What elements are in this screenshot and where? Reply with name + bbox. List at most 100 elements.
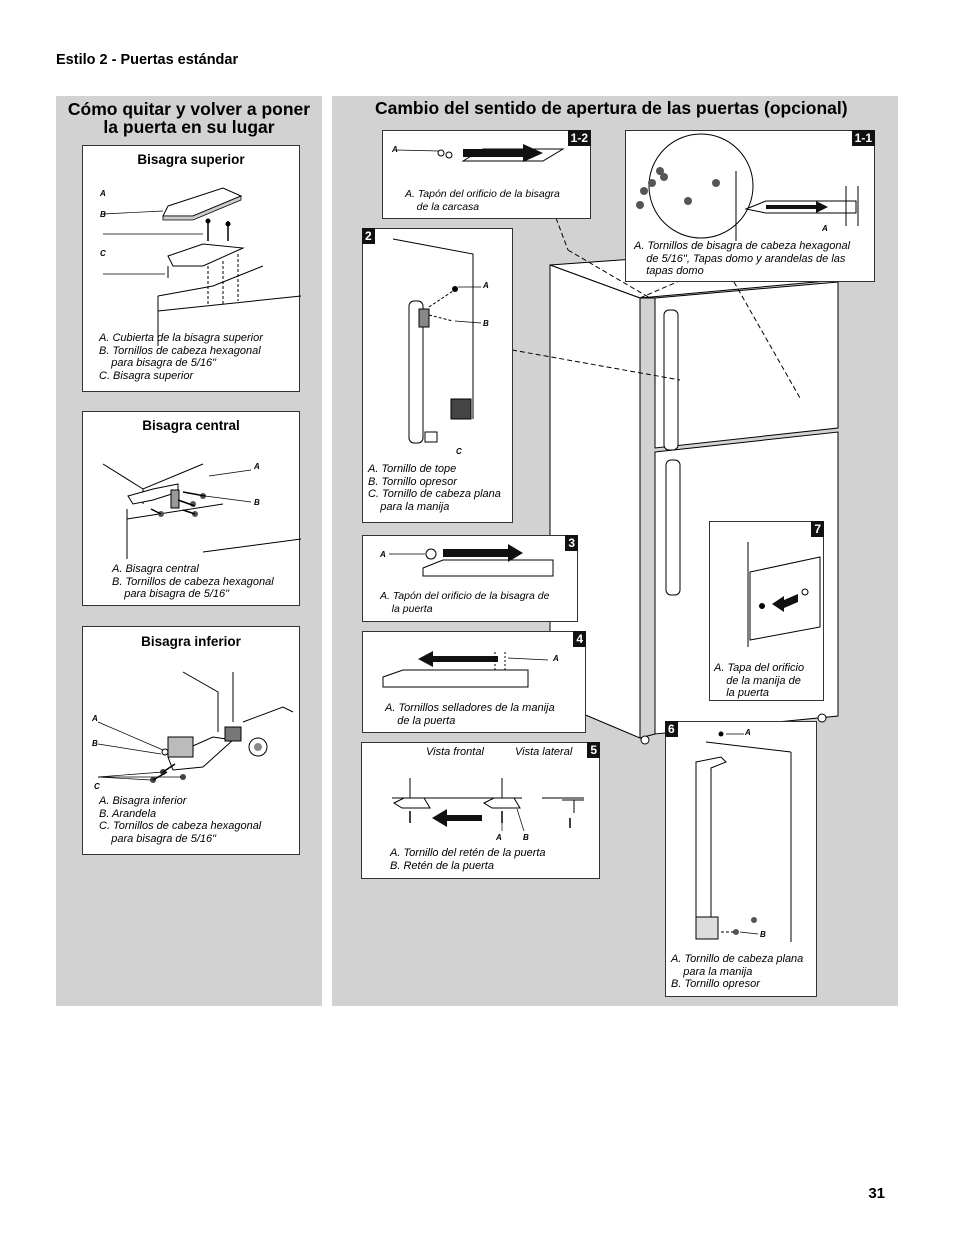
top-hinge-captions: A. Cubierta de la bisagra superior B. To…	[99, 332, 263, 382]
caption-line: A. Tornillo del retén de la puerta	[390, 847, 546, 859]
caption-line: la puerta	[714, 687, 770, 699]
step-2-letter-b: B	[483, 319, 489, 328]
bottom-hinge-illustration	[97, 671, 294, 783]
step-4-letter-a: A	[553, 654, 559, 663]
top-hinge-letter-c: C	[100, 249, 106, 258]
caption-line: A. Tornillos de bisagra de cabeza hexago…	[634, 240, 851, 252]
caption-line: A. Bisagra inferior	[99, 795, 187, 807]
caption-line: B. Retén de la puerta	[390, 859, 494, 872]
right-heading: Cambio del sentido de apertura de las pu…	[375, 98, 848, 118]
bottom-hinge-captions: A. Bisagra inferior B. Arandela C. Torni…	[99, 795, 261, 845]
bottom-hinge-box: Bisagra inferior A B C A. Bisagra inferi…	[82, 626, 300, 855]
step-1-1-badge: 1-1	[851, 130, 875, 146]
step-1-1-illustration	[636, 133, 859, 241]
caption-line: C. Tornillos de cabeza hexagonal	[99, 820, 262, 832]
top-hinge-box: Bisagra superior A B C A. Cubierta de la…	[82, 145, 302, 392]
caption-line: A. Tornillo de cabeza plana	[671, 953, 804, 965]
step-6-letter-a: A	[745, 728, 751, 737]
step-4-illustration	[382, 651, 549, 688]
step-3-letter-a: A	[380, 550, 386, 559]
step-6-badge: 6	[665, 721, 678, 737]
caption-line: C. Bisagra superior	[99, 369, 194, 382]
bottom-hinge-letter-c: C	[94, 782, 100, 791]
step-5-box: 5 Vista frontal Vista lateral A B A. Tor…	[361, 742, 600, 879]
caption-line: A. Tapón del orificio de la bisagra	[405, 188, 560, 200]
step-2-box: 2 A B C A. Tornillo de tope B. Tornillo …	[362, 228, 513, 523]
caption-line: para bisagra de 5/16"	[99, 357, 217, 369]
step-1-1-box: 1-1 A A. Tornillos de bisagra de cabeza …	[625, 130, 875, 282]
step-4-badge: 4	[573, 631, 586, 647]
step-1-2-captions: A. Tapón del orificio de la bisagra de l…	[405, 188, 560, 213]
bottom-hinge-letter-b: B	[92, 739, 98, 748]
caption-line: para bisagra de 5/16"	[112, 588, 230, 600]
caption-line: de la manija de	[714, 674, 801, 687]
caption-line: B. Tornillos de cabeza hexagonal	[112, 575, 274, 588]
step-7-illustration	[747, 542, 821, 647]
step-3-captions: A. Tapón del orificio de la bisagra de l…	[380, 590, 549, 615]
caption-line: A. Cubierta de la bisagra superior	[99, 332, 263, 344]
step-5-view-front: Vista frontal	[426, 746, 484, 758]
caption-line: C. Tornillo de cabeza plana	[368, 488, 501, 500]
step-2-illustration	[392, 238, 482, 444]
step-1-1-captions: A. Tornillos de bisagra de cabeza hexago…	[634, 240, 850, 278]
caption-line: A. Tornillos selladores de la manija	[385, 702, 555, 714]
caption-line: para la manija	[671, 965, 753, 978]
left-heading: Cómo quitar y volver a poner la puerta e…	[56, 100, 322, 136]
step-5-letter-a: A	[496, 833, 502, 842]
caption-line: de 5/16", Tapas domo y arandelas de las	[634, 252, 846, 265]
caption-line: tapas domo	[634, 265, 704, 277]
step-4-box: 4 A A. Tornillos selladores de la manija…	[362, 631, 586, 733]
step-6-letter-b: B	[760, 930, 766, 939]
bottom-hinge-title: Bisagra inferior	[141, 634, 241, 649]
step-1-2-badge: 1-2	[567, 130, 591, 146]
step-7-box: 7 A. Tapa del orificio de la manija de l…	[709, 521, 824, 701]
step-2-letter-c: C	[456, 447, 462, 456]
center-hinge-letter-a: A	[254, 462, 260, 471]
step-5-badge: 5	[587, 742, 600, 758]
caption-line: B. Tornillo opresor	[671, 978, 760, 990]
center-hinge-illustration	[102, 463, 302, 559]
step-1-2-illustration	[396, 144, 565, 162]
caption-line: B. Arandela	[99, 807, 157, 820]
step-7-badge: 7	[811, 521, 824, 537]
step-5-letter-b: B	[523, 833, 529, 842]
step-6-illustration	[695, 731, 792, 942]
caption-line: de la carcasa	[405, 200, 480, 213]
step-4-captions: A. Tornillos selladores de la manija de …	[385, 702, 555, 727]
left-heading-line1: Cómo quitar y volver a poner	[67, 99, 311, 119]
step-2-badge: 2	[362, 228, 375, 244]
step-1-2-box: 1-2 A A. Tapón del orificio de la bisagr…	[382, 130, 591, 219]
step-5-captions: A. Tornillo del retén de la puerta B. Re…	[390, 847, 546, 872]
section-label: Estilo 2 - Puertas estándar	[56, 52, 239, 68]
step-1-1-letter-a: A	[822, 224, 828, 233]
caption-line: B. Tornillos de cabeza hexagonal	[99, 344, 261, 357]
bottom-hinge-letter-a: A	[92, 714, 98, 723]
top-hinge-letter-b: B	[100, 210, 106, 219]
step-5-view-side: Vista lateral	[515, 746, 573, 758]
caption-line: B. Tornillo opresor	[368, 475, 457, 488]
caption-line: para bisagra de 5/16"	[99, 832, 217, 845]
step-2-captions: A. Tornillo de tope B. Tornillo opresor …	[368, 463, 501, 513]
caption-line: A. Tapa del orificio	[714, 662, 805, 674]
top-hinge-illustration	[102, 187, 302, 346]
step-3-box: 3 A A. Tapón del orificio de la bisagra …	[362, 535, 578, 622]
step-7-captions: A. Tapa del orificio de la manija de la …	[714, 662, 804, 700]
step-6-box: 6 A B A. Tornillo de cabeza plana para l…	[665, 721, 817, 997]
caption-line: A. Tornillo de tope	[368, 463, 457, 475]
step-3-illustration	[389, 544, 554, 577]
step-6-captions: A. Tornillo de cabeza plana para la mani…	[671, 953, 803, 991]
center-hinge-title: Bisagra central	[142, 418, 240, 433]
caption-line: A. Tapón del orificio de la bisagra de	[380, 590, 550, 602]
top-hinge-title: Bisagra superior	[137, 152, 245, 167]
left-heading-line2: la puerta en su lugar	[103, 117, 275, 137]
caption-line: de la puerta	[385, 714, 456, 727]
center-hinge-letter-b: B	[254, 498, 260, 507]
step-5-illustration	[392, 778, 584, 832]
step-3-badge: 3	[565, 535, 578, 551]
caption-line: la puerta	[380, 602, 433, 615]
step-1-2-letter-a: A	[392, 145, 398, 154]
step-2-letter-a: A	[483, 281, 489, 290]
center-hinge-captions: A. Bisagra central B. Tornillos de cabez…	[112, 563, 274, 601]
center-hinge-box: Bisagra central A B A. Bisagra central B…	[82, 411, 302, 606]
caption-line: A. Bisagra central	[112, 563, 199, 575]
